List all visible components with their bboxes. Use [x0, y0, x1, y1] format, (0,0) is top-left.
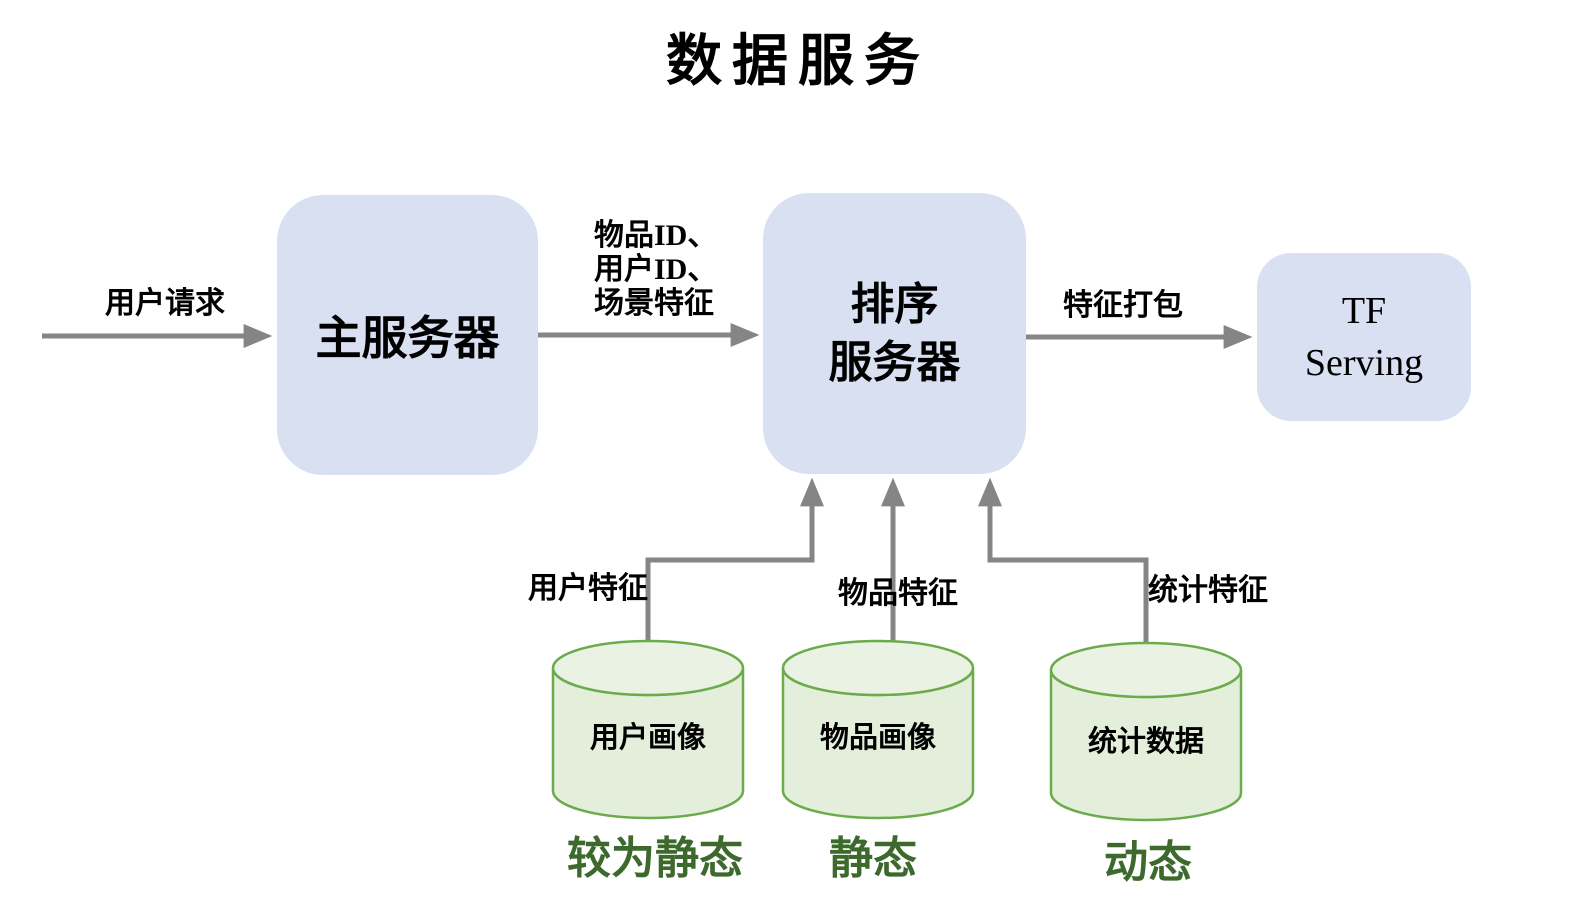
edge-label-user-feature: 用户特征 — [528, 572, 648, 605]
main-server-label: 主服务器 — [315, 313, 500, 364]
cylinder-statistics — [1049, 641, 1243, 822]
edge-label-item-feature: 物品特征 — [838, 577, 958, 610]
rank-server-label: 排序 服务器 — [828, 279, 961, 387]
node-rank-server: 排序 服务器 — [763, 193, 1026, 474]
edge-label-user-request: 用户请求 — [105, 287, 225, 320]
edge-label-ids-features: 物品ID、 用户ID、 场景特征 — [594, 219, 718, 320]
connector-stat-feature — [978, 477, 1149, 642]
datastore-caption-statistics: 动态 — [1104, 838, 1192, 887]
node-tf-serving: TF Serving — [1257, 253, 1471, 421]
node-main-server: 主服务器 — [277, 195, 538, 475]
datastore-label-user-profile: 用户画像 — [589, 722, 706, 754]
datastore-caption-user-profile: 较为静态 — [567, 834, 743, 883]
edge-label-stat-feature: 统计特征 — [1148, 574, 1268, 607]
tf-serving-label: TF Serving — [1304, 290, 1424, 384]
datastore-label-statistics: 统计数据 — [1087, 726, 1204, 758]
connector-user-feature — [645, 477, 824, 642]
page-title: 数据服务 — [666, 31, 930, 93]
datastore-caption-item-profile: 静态 — [829, 834, 917, 883]
cylinder-item-profile — [781, 639, 975, 820]
edge-label-feature-pack: 特征打包 — [1063, 289, 1183, 322]
cylinder-user-profile — [551, 639, 745, 820]
datastore-label-item-profile: 物品画像 — [819, 722, 936, 754]
